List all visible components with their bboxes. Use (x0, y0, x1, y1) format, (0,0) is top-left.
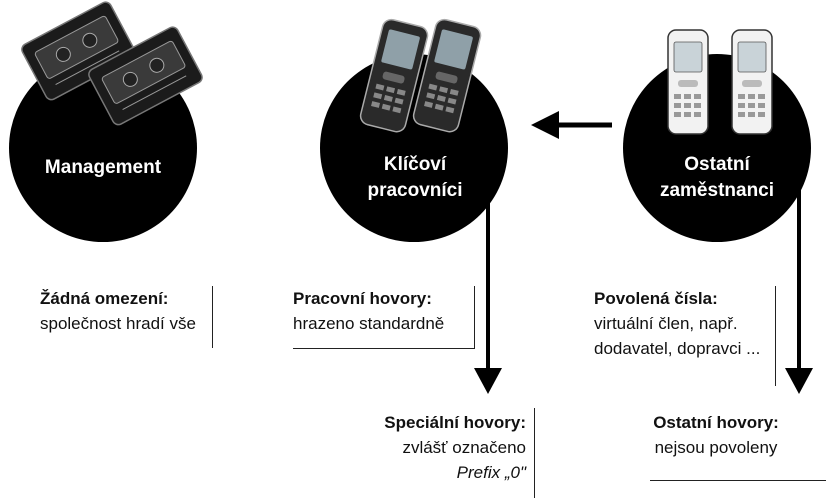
rule-no-limits: Žádná omezení: společnost hradí vše (40, 286, 210, 336)
key-workers-label-line2: pracovníci (367, 180, 463, 201)
pager-icon (88, 26, 203, 126)
management-label: Management (28, 155, 178, 181)
mobile-phone-icon (412, 18, 482, 133)
rule-title: Žádná omezení: (40, 289, 169, 308)
rule-title: Pracovní hovory: (293, 289, 432, 308)
rule-text: dodavatel, dopravci ... (594, 339, 761, 358)
other-employees-circle (623, 54, 811, 242)
mobile-phone-icon (731, 29, 773, 135)
rule-text: hrazeno standardně (293, 314, 445, 333)
rule-text: virtuální člen, např. (594, 314, 738, 333)
arrow-down-icon (785, 190, 813, 394)
other-employees-label-line1: Ostatní (684, 154, 750, 175)
mobile-phone-icon (667, 29, 709, 135)
rule-title: Povolená čísla: (594, 289, 718, 308)
other-employees-label: Ostatní zaměstnanci (642, 152, 792, 204)
rule-text: společnost hradí vše (40, 314, 196, 333)
divider (650, 480, 826, 481)
rule-special-calls: Speciální hovory: zvlášť označeno Prefix… (330, 410, 526, 485)
management-label-line1: Management (44, 157, 162, 178)
rule-other-calls: Ostatní hovory: nejsou povoleny (636, 410, 796, 460)
rule-text: zvlášť označeno (402, 438, 526, 457)
divider (474, 286, 475, 348)
divider (534, 408, 535, 498)
divider (293, 348, 475, 349)
divider (775, 286, 776, 386)
arrow-left-icon (531, 111, 612, 139)
pager-icon (21, 1, 136, 101)
rule-work-calls: Pracovní hovory: hrazeno standardně (293, 286, 473, 336)
other-employees-label-line2: zaměstnanci (659, 180, 775, 201)
divider (212, 286, 213, 348)
key-workers-label: Klíčoví pracovníci (340, 152, 490, 204)
rule-title: Speciální hovory: (384, 413, 526, 432)
key-workers-label-line1: Klíčoví (383, 154, 447, 175)
rule-text: nejsou povoleny (654, 438, 778, 457)
rule-title: Ostatní hovory: (653, 413, 779, 432)
rule-allowed-numbers: Povolená čísla: virtuální člen, např. do… (594, 286, 774, 361)
mobile-phone-icon (359, 18, 429, 133)
arrow-down-icon (474, 190, 502, 394)
rule-text: Prefix „0" (456, 463, 526, 482)
